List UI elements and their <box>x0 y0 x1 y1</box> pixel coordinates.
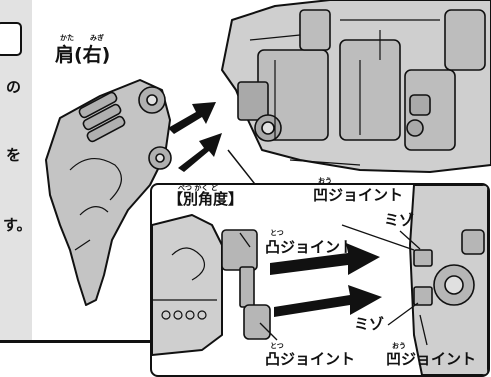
inset-illustration <box>152 185 488 375</box>
instruction-text-no: の <box>6 78 22 96</box>
concave-bottom-ruby: おう <box>392 342 406 350</box>
instruction-panel: の を す。 <box>0 0 32 340</box>
groove-label-top: ミゾ <box>384 211 415 229</box>
instruction-text-wo: を <box>6 146 22 164</box>
shoulder-label: 肩(右) <box>55 44 111 66</box>
concave-top-ruby: おう <box>318 177 332 185</box>
alt-angle-label: 【別角度】 <box>168 190 244 208</box>
convex-joint-label-bottom: 凸ジョイント <box>265 350 356 368</box>
convex-top-ruby: とつ <box>270 229 284 237</box>
step-number-box <box>0 22 22 56</box>
concave-joint-label-bottom: 凹ジョイント <box>386 350 477 368</box>
groove-label-bottom: ミゾ <box>354 315 385 333</box>
convex-bottom-ruby: とつ <box>270 342 284 350</box>
divider-line <box>0 340 150 343</box>
instruction-text-su: す。 <box>3 216 32 234</box>
shoulder-ruby-kata: かた <box>60 34 74 42</box>
alternate-angle-inset <box>150 183 490 377</box>
shoulder-ruby-migi: みぎ <box>90 34 104 42</box>
direction-arrows <box>168 102 222 172</box>
convex-joint-label-top: 凸ジョイント <box>265 238 356 256</box>
alt-angle-ruby: べつ かく ど <box>178 184 218 192</box>
concave-joint-label-top: 凹ジョイント <box>313 186 404 204</box>
